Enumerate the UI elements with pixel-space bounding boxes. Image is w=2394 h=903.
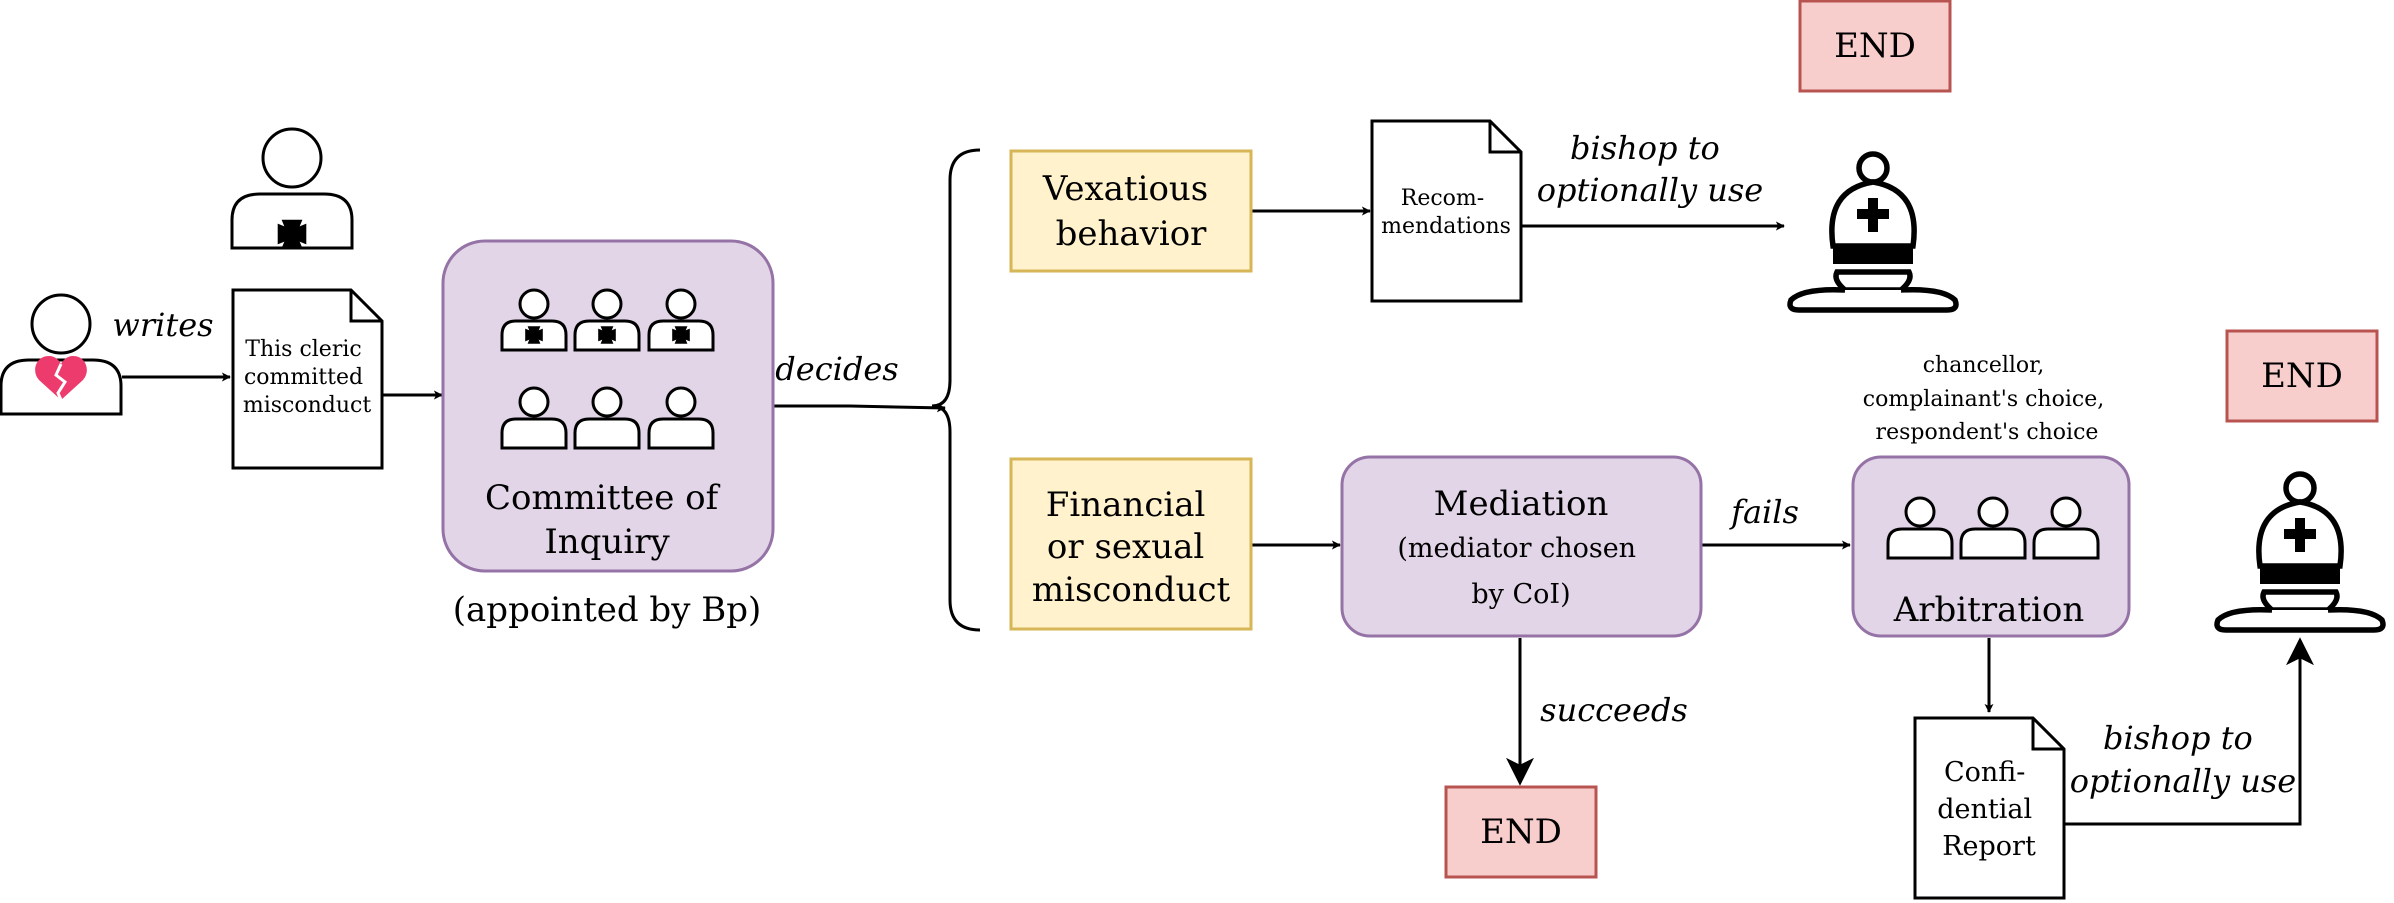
end-node-mediation: END bbox=[1444, 785, 1598, 879]
arbitration-panel-line-3: respondent's choice bbox=[1876, 420, 2099, 445]
end-label: END bbox=[1480, 812, 1562, 852]
complaint-line-3: misconduct bbox=[243, 393, 371, 418]
misconduct-line-1: Financial bbox=[1046, 485, 1206, 525]
vexatious-line-1: Vexatious bbox=[1042, 169, 1208, 209]
vexatious-node: Vexatious behavior bbox=[1009, 149, 1253, 273]
mediation-sub-line-1: (mediator chosen bbox=[1397, 533, 1636, 564]
arbitrators bbox=[1886, 496, 2100, 560]
recommendations-document: Recom- mendations bbox=[1370, 119, 1523, 303]
committee-note: (appointed by Bp) bbox=[453, 590, 761, 630]
mediation-title: Mediation bbox=[1434, 484, 1609, 524]
broken-heart-icon bbox=[35, 356, 87, 401]
misconduct-line-3: misconduct bbox=[1032, 570, 1231, 610]
arbitration-panel-line-2: complainant's choice, bbox=[1863, 387, 2104, 412]
svg-text:bishop to optionally use: bishop to optionally use bbox=[2070, 719, 2296, 800]
svg-text:Committee of Inquiry: Committee of Inquiry bbox=[485, 478, 729, 562]
options-brace bbox=[931, 148, 981, 632]
edge-label-bishop-use-2-line-2: optionally use bbox=[2070, 762, 2296, 800]
cleric-icon bbox=[230, 127, 354, 250]
mediation-sub-line-2: by CoI) bbox=[1471, 579, 1570, 610]
edge-label-writes: writes bbox=[112, 306, 213, 344]
report-line-2: dential bbox=[1937, 794, 2032, 825]
document-icon bbox=[1370, 119, 1523, 303]
committee-node: Committee of Inquiry bbox=[441, 239, 775, 573]
recommendations-line-1: Recom- bbox=[1401, 186, 1484, 211]
misconduct-line-2: or sexual bbox=[1047, 527, 1204, 567]
complaint-document: This cleric committed misconduct bbox=[231, 288, 384, 470]
report-line-1: Confi- bbox=[1944, 757, 2025, 788]
edge-label-bishop-use-1-line-1: bishop to bbox=[1570, 129, 1720, 167]
end-label: END bbox=[1834, 26, 1916, 66]
document-icon bbox=[231, 288, 384, 470]
edge-label-succeeds: succeeds bbox=[1540, 691, 1688, 729]
committee-title-2: Inquiry bbox=[544, 522, 670, 562]
arbitration-title: Arbitration bbox=[1893, 590, 2085, 630]
svg-text:(mediator chosen by CoI): (mediator chosen by CoI) bbox=[1397, 533, 1644, 610]
bishop-chess-piece-icon bbox=[1790, 154, 1956, 310]
document-icon bbox=[1913, 716, 2066, 900]
recommendations-line-2: mendations bbox=[1381, 214, 1511, 239]
committee-title-1: Committee of bbox=[485, 478, 721, 518]
end-label: END bbox=[2261, 356, 2343, 396]
complainant bbox=[0, 293, 123, 416]
bishop-chess-piece-icon bbox=[2217, 474, 2383, 630]
report-line-3: Report bbox=[1942, 831, 2036, 862]
edge-label-bishop-use-1-line-2: optionally use bbox=[1537, 171, 1763, 209]
svg-text:Confi- dential Rep: Confi- dential Report bbox=[1937, 757, 2040, 862]
svg-text:bishop to optionally use: bishop to optionally use bbox=[1537, 129, 1763, 209]
svg-text:Vexatious behavior: Vexatious behavior bbox=[1042, 169, 1219, 254]
complaint-line-1: This cleric bbox=[245, 337, 361, 362]
edge-label-decides: decides bbox=[775, 350, 898, 388]
svg-text:Financial or sexual: Financial or sexual misconduct bbox=[1032, 485, 1231, 610]
svg-text:chancellor, complainant's: chancellor, complainant's choice, respon… bbox=[1863, 353, 2111, 445]
svg-text:This cleric committed: This cleric committed misconduct bbox=[243, 337, 371, 418]
end-node-arbitration: END bbox=[2225, 329, 2379, 423]
edge-label-bishop-use-2-line-1: bishop to bbox=[2103, 719, 2253, 757]
edge-report-to-bishop bbox=[2065, 637, 2314, 826]
edge-label-fails: fails bbox=[1729, 493, 1799, 531]
confidential-report-document: Confi- dential Report bbox=[1913, 716, 2066, 900]
vexatious-line-2: behavior bbox=[1056, 214, 1208, 254]
complaint-line-2: committed bbox=[244, 365, 363, 390]
arbitration-node: Arbitration bbox=[1851, 455, 2131, 638]
svg-text:Recom- mendations: Recom- mendations bbox=[1381, 186, 1511, 239]
mediation-node: Mediation (mediator chosen by CoI) bbox=[1340, 455, 1703, 638]
connectors bbox=[122, 148, 2314, 826]
misconduct-node: Financial or sexual misconduct bbox=[1009, 457, 1253, 631]
edge-committee-to-options bbox=[774, 403, 946, 413]
end-node-vexatious: END bbox=[1798, 0, 1952, 93]
arbitration-panel-line-1: chancellor, bbox=[1923, 353, 2045, 378]
